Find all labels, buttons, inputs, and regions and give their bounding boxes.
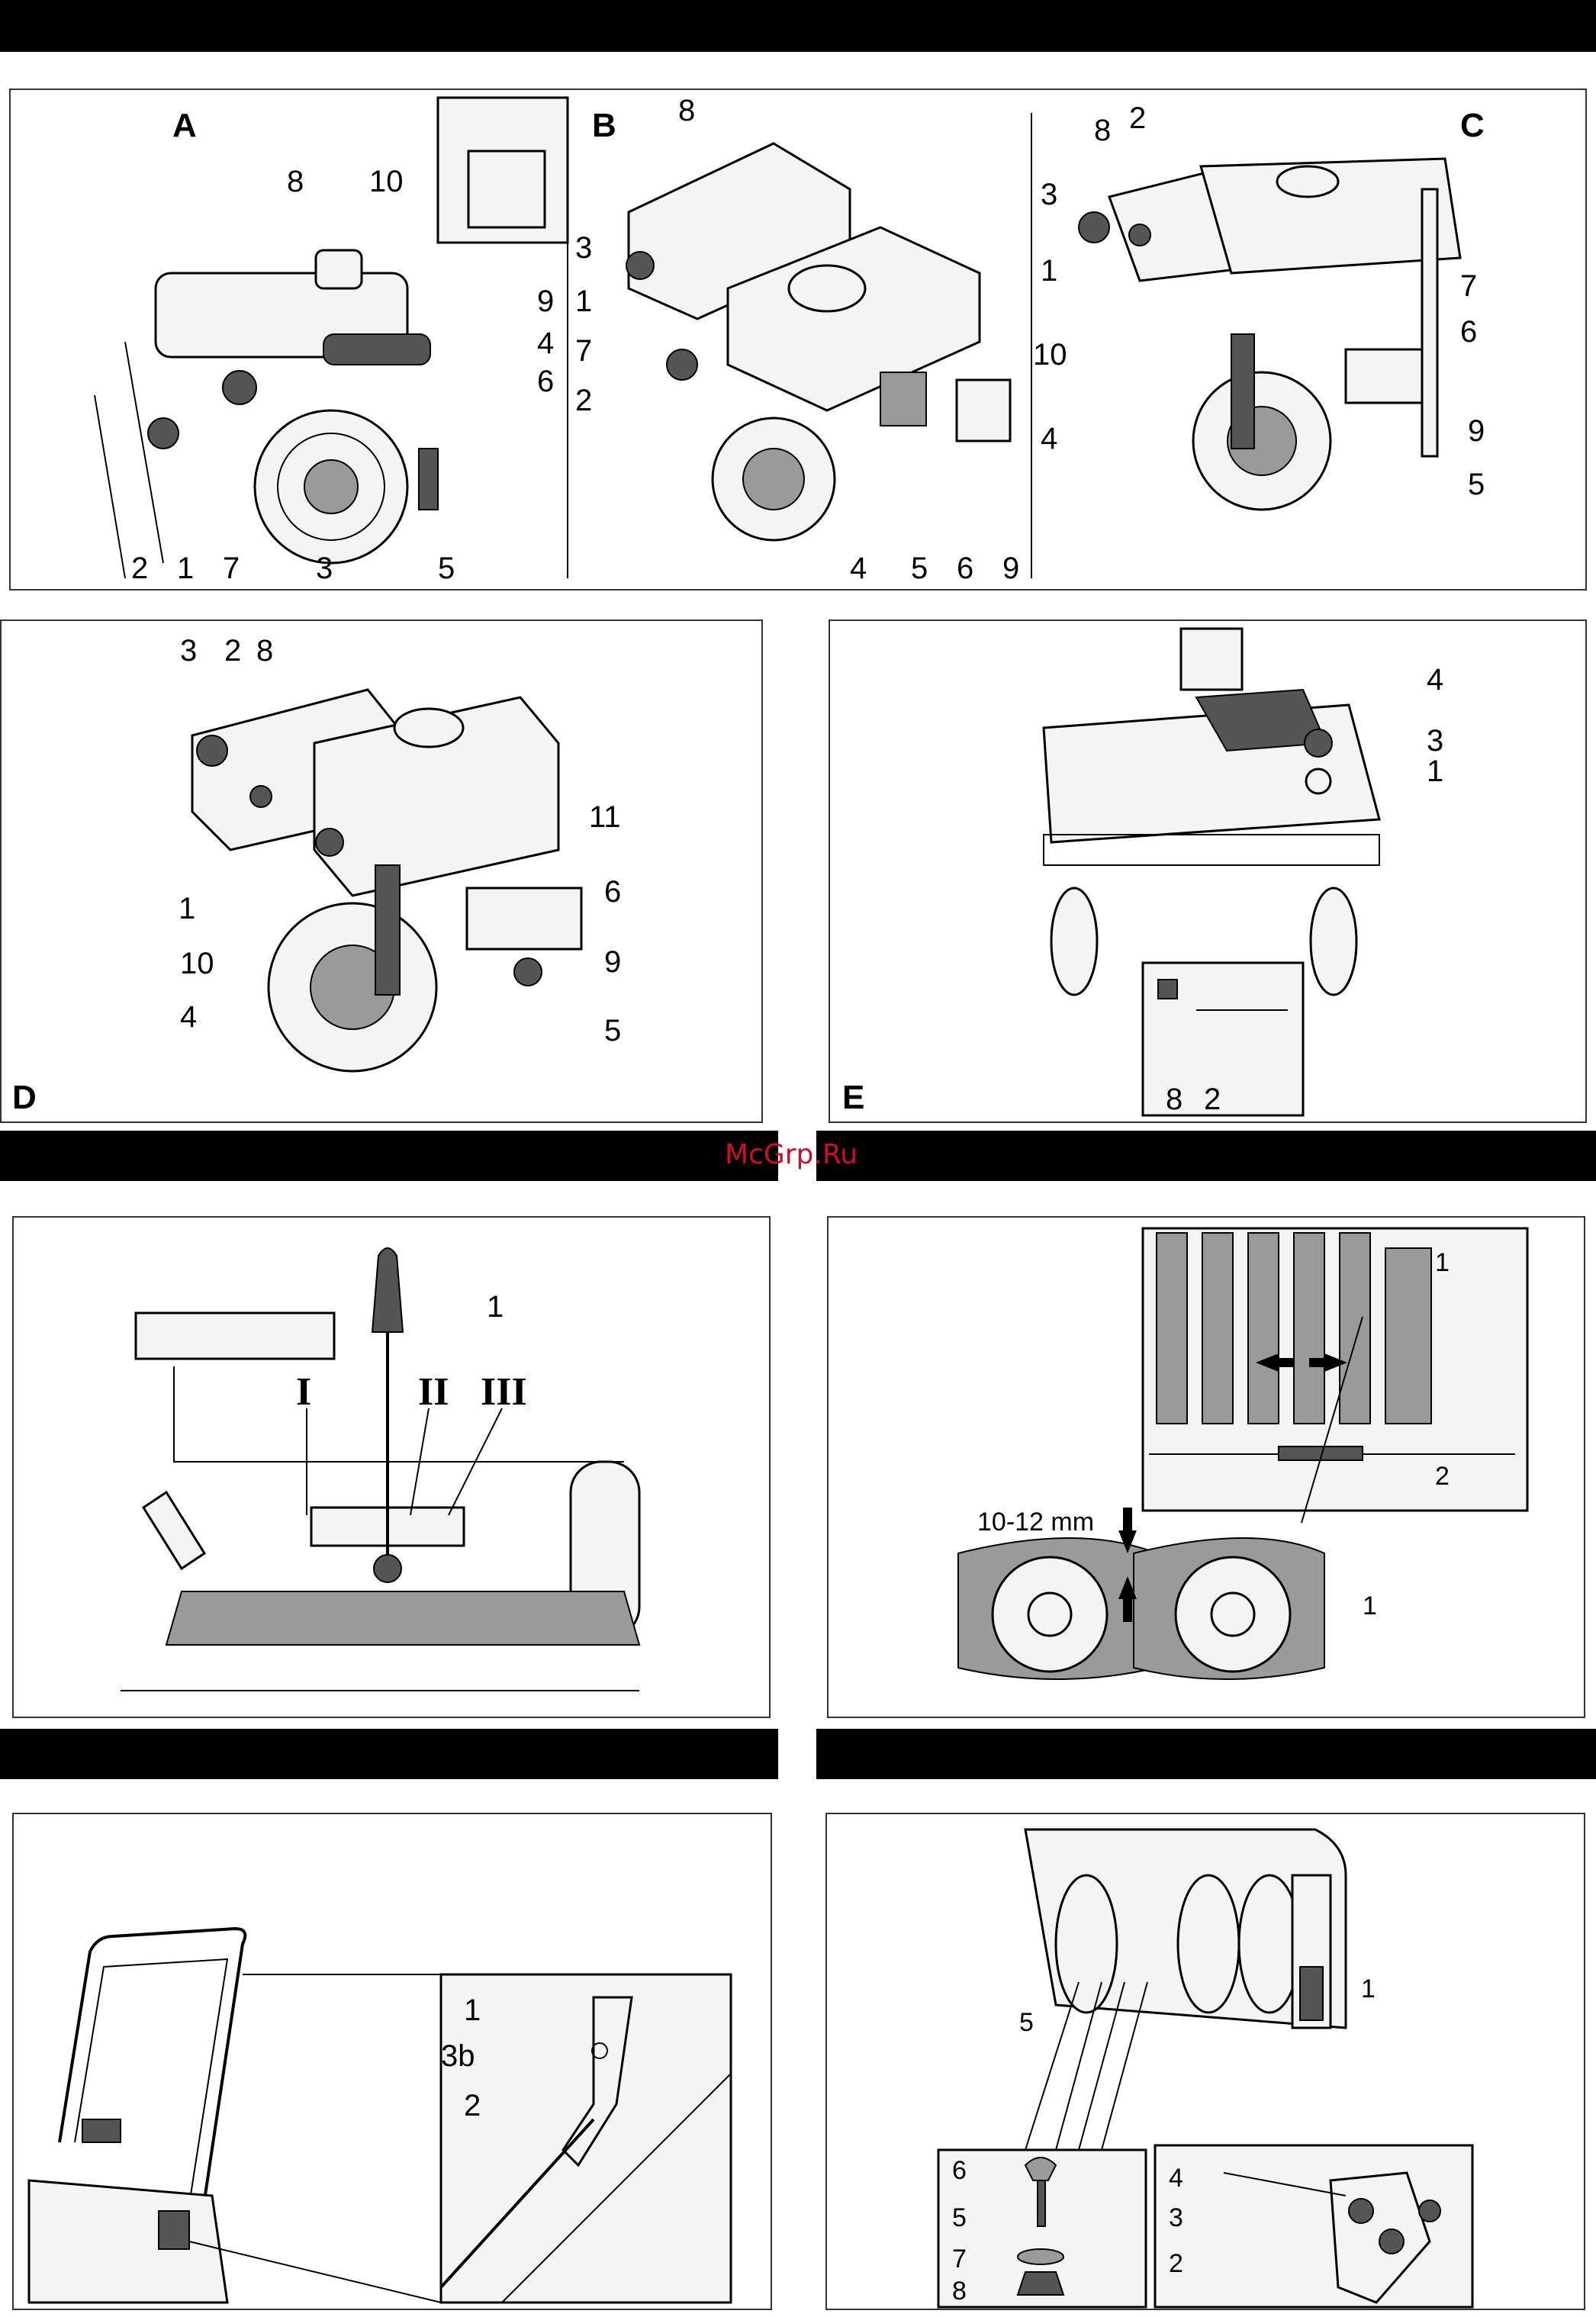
callout-e-1: 1 <box>1427 755 1443 788</box>
callout-skid-5-top: 5 <box>1019 2008 1034 2037</box>
callout-track-2: 2 <box>1435 1462 1450 1491</box>
watermark: McGrp.Ru <box>725 1139 858 1170</box>
callout-e-4: 4 <box>1427 663 1443 697</box>
callout-a-6: 6 <box>537 365 554 398</box>
callout-a-1: 1 <box>177 552 194 585</box>
callout-c-10: 10 <box>1033 338 1067 372</box>
callout-skid-6: 6 <box>952 2156 967 2185</box>
callout-handle-1: 1 <box>464 1994 481 2027</box>
track-gap-measurement: 10-12 mm <box>977 1508 1094 1537</box>
figure-panel-abc: 8 10 9 4 6 2 1 7 3 5 8 3 1 7 2 4 5 6 9 8… <box>9 88 1587 591</box>
callout-handle-3b: 3b <box>441 2039 475 2073</box>
callout-c-3: 3 <box>1041 178 1057 211</box>
callout-track-1-bottom: 1 <box>1363 1591 1377 1620</box>
section-bar-left-1 <box>0 1131 778 1181</box>
gear-position-1: I <box>296 1370 311 1414</box>
figure-letter-d: D <box>12 1079 37 1117</box>
callout-track-1-top: 1 <box>1435 1248 1450 1277</box>
callout-a-9: 9 <box>537 285 554 318</box>
gear-position-3: III <box>481 1370 527 1414</box>
header-bar <box>0 0 1596 52</box>
callout-d-6: 6 <box>604 875 621 909</box>
engine-drawing-b <box>626 143 1010 540</box>
figure-letter-b: B <box>592 107 616 145</box>
figure-letter-c: C <box>1460 107 1485 145</box>
callout-c-1: 1 <box>1041 254 1057 288</box>
callout-d-1: 1 <box>179 892 195 925</box>
gear-lever-figure: 1 I II III <box>14 1218 771 1718</box>
callout-c-4: 4 <box>1041 422 1057 455</box>
callout-b-6: 6 <box>957 552 973 585</box>
callout-skid-1: 1 <box>1361 1974 1376 2003</box>
figure-panel-track: 1 2 1 10-12 mm <box>827 1216 1585 1718</box>
callout-skid-4: 4 <box>1169 2164 1183 2193</box>
callout-e-2: 2 <box>1204 1083 1221 1116</box>
figure-panel-d: 3 2 8 11 6 1 10 9 4 5 D <box>0 619 763 1123</box>
figure-panel-skid: 5 1 6 5 7 8 4 3 2 <box>825 1813 1585 2310</box>
callout-d-8: 8 <box>256 634 273 668</box>
callout-skid-2: 2 <box>1169 2249 1183 2278</box>
callout-skid-7: 7 <box>952 2245 967 2274</box>
callout-skid-5: 5 <box>952 2203 967 2232</box>
engine-drawing-a <box>95 98 568 578</box>
callout-e-3: 3 <box>1427 724 1443 758</box>
engine-figure-abc: 8 10 9 4 6 2 1 7 3 5 8 3 1 7 2 4 5 6 9 8… <box>11 90 1587 591</box>
callout-b-8: 8 <box>678 94 695 127</box>
callout-d-2: 2 <box>224 634 241 668</box>
figure-panel-e: 4 3 1 8 2 E <box>829 619 1587 1123</box>
callout-e-8: 8 <box>1166 1083 1183 1116</box>
callout-skid-8: 8 <box>952 2277 967 2306</box>
callout-handle-2: 2 <box>464 2089 481 2122</box>
callout-b-9: 9 <box>1002 552 1019 585</box>
snowthrower-figure-e: 4 3 1 8 2 <box>830 621 1587 1123</box>
callout-b-3: 3 <box>575 231 592 265</box>
engine-drawing-c <box>1079 159 1460 510</box>
figure-letter-a: A <box>172 107 197 145</box>
skid-shoe-figure: 5 1 6 5 7 8 4 3 2 <box>827 1814 1585 2310</box>
figure-panel-handle: 1 3b 2 <box>12 1813 772 2310</box>
callout-d-3: 3 <box>180 634 197 668</box>
callout-a-7: 7 <box>223 552 240 585</box>
callout-c-6: 6 <box>1460 315 1477 349</box>
callout-c-2: 2 <box>1129 101 1146 135</box>
callout-d-5: 5 <box>604 1014 621 1047</box>
callout-a-10: 10 <box>369 165 404 198</box>
callout-a-4: 4 <box>537 327 554 360</box>
callout-a-2: 2 <box>131 552 148 585</box>
track-tension-figure: 1 2 1 10-12 mm <box>829 1218 1585 1718</box>
callout-d-9: 9 <box>604 945 621 979</box>
figure-panel-gear: 1 I II III <box>12 1216 771 1718</box>
callout-b-5: 5 <box>911 552 928 585</box>
callout-c-5: 5 <box>1468 468 1485 501</box>
callout-gear-1: 1 <box>487 1290 504 1324</box>
figure-letter-e: E <box>842 1079 864 1117</box>
callout-d-10: 10 <box>180 947 214 980</box>
section-bar-left-2 <box>0 1729 778 1779</box>
callout-d-11: 11 <box>589 800 621 834</box>
gear-position-2: II <box>418 1370 449 1414</box>
section-bar-right-1 <box>816 1131 1596 1181</box>
callout-c-8: 8 <box>1094 114 1111 147</box>
handle-figure: 1 3b 2 <box>14 1814 772 2310</box>
callout-b-2: 2 <box>575 384 592 417</box>
callout-skid-3: 3 <box>1169 2203 1183 2232</box>
engine-figure-d: 3 2 8 11 6 1 10 9 4 5 <box>2 621 763 1123</box>
callout-b-4: 4 <box>850 552 867 585</box>
callout-c-7: 7 <box>1460 269 1477 303</box>
callout-c-9: 9 <box>1468 414 1485 448</box>
callout-b-7: 7 <box>575 334 592 368</box>
section-bar-right-2 <box>816 1729 1596 1779</box>
callout-a-8: 8 <box>287 165 304 198</box>
callout-b-1: 1 <box>575 285 592 318</box>
callout-a-3: 3 <box>316 552 333 585</box>
callout-d-4: 4 <box>180 1000 197 1034</box>
callout-a-5: 5 <box>438 552 455 585</box>
